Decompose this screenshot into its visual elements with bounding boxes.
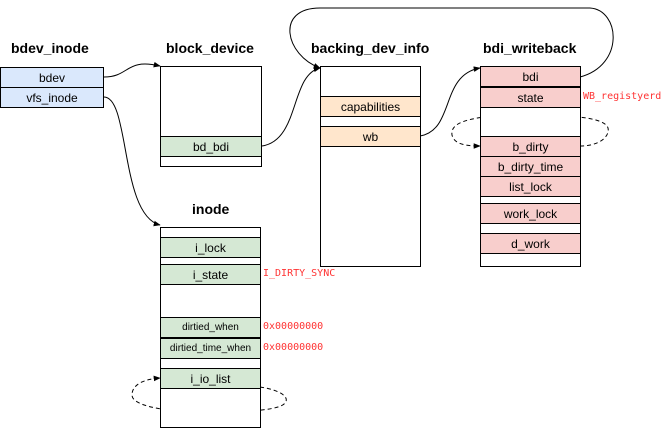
inode-i-state-annotation: I_DIRTY_SYNC [263, 268, 336, 279]
backing-dev-info-field-capabilities: capabilities [320, 96, 421, 117]
arrow-bdi-to-backing-dev-info [289, 7, 614, 78]
bdi-writeback-field-work-lock: work_lock [480, 203, 581, 224]
arrow-bd-bdi-to-backing-dev-info [261, 66, 321, 147]
inode-field-i-state: i_state [160, 264, 261, 285]
bdi-writeback-field-state: state [480, 87, 581, 108]
bdi-writeback-state-annotation: WB_registyerd [583, 91, 661, 102]
block-device-field-bd-bdi: bd_bdi [160, 136, 262, 157]
inode-field-i-lock: i_lock [160, 237, 261, 258]
bdi-writeback-field-list-lock: list_lock [480, 176, 581, 197]
inode-field-i-io-list: i_io_list [160, 368, 261, 389]
bdi-writeback-field-b-dirty-time: b_dirty_time [480, 156, 581, 177]
bdi-writeback-field-bdi: bdi [480, 66, 581, 87]
backing-dev-info-field-wb: wb [320, 126, 421, 147]
bdi-writeback-field-d-work: d_work [480, 233, 581, 254]
bdev-inode-field-bdev: bdev [0, 67, 104, 88]
b-dirty-list-loop [451, 114, 609, 149]
bdi-writeback-title: bdi_writeback [483, 40, 577, 56]
inode-dirtied-time-when-annotation: 0x00000000 [263, 342, 324, 353]
bdev-inode-field-vfs-inode: vfs_inode [0, 87, 104, 108]
backing-dev-info-title: backing_dev_info [311, 40, 430, 56]
inode-dirtied-when-annotation: 0x00000000 [263, 321, 324, 332]
inode-title: inode [192, 201, 230, 217]
bdi-writeback-field-b-dirty: b_dirty [480, 136, 581, 157]
arrow-vfs-inode-to-inode [103, 96, 161, 227]
arrow-bdev-to-block-device [103, 61, 161, 78]
inode-field-dirtied-when: dirtied_when [160, 317, 261, 338]
i-io-list-loop [131, 375, 287, 413]
bdev-inode-title: bdev_inode [11, 40, 89, 56]
block-device-title: block_device [166, 40, 254, 56]
arrow-wb-to-bdi-writeback [419, 66, 481, 137]
inode-field-dirtied-time-when: dirtied_time_when [160, 338, 261, 359]
